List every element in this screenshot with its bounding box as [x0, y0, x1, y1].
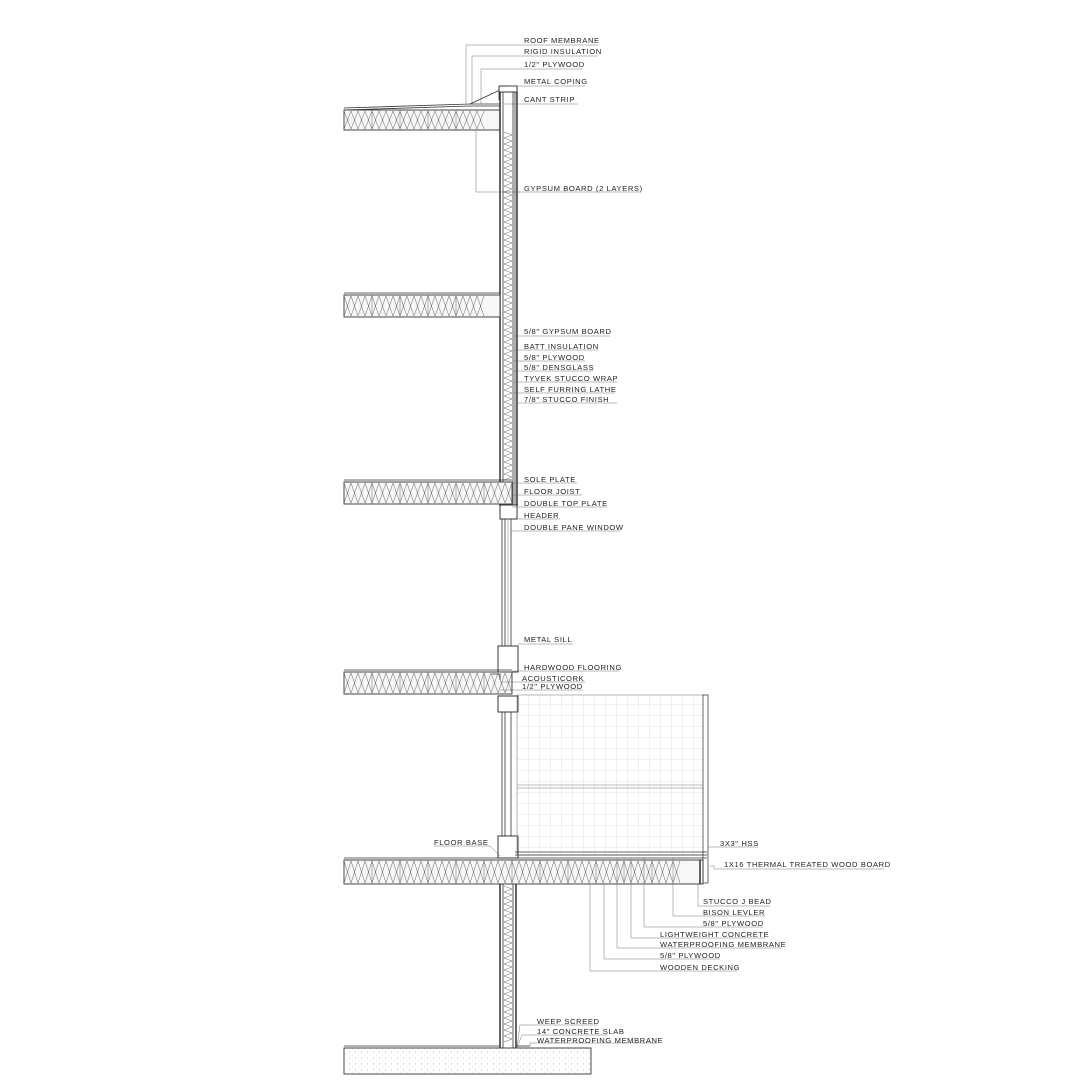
label-stucco-finish: 7/8" STUCCO FINISH — [524, 395, 609, 404]
label-plywood-wall: 5/8" PLYWOOD — [524, 353, 585, 362]
label-self-furring-lathe: SELF FURRING LATHE — [524, 385, 617, 394]
double-pane-window-shape — [497, 519, 519, 673]
exterior-wall-lower — [499, 884, 517, 1048]
label-metal-coping: METAL COPING — [524, 77, 588, 86]
label-double-top-plate: DOUBLE TOP PLATE — [524, 499, 608, 508]
floor-joist-hatch — [343, 295, 485, 317]
label-sole-plate: SOLE PLATE — [524, 475, 576, 484]
floor-joist-hatch — [343, 482, 513, 504]
lower-window-shape — [497, 712, 519, 859]
floor-slab-level-3 — [343, 479, 518, 520]
annotation-labels: ROOF MEMBRANE RIGID INSULATION 1/2" PLYW… — [434, 36, 891, 1045]
label-waterproofing-membrane-base: WATERPROOFING MEMBRANE — [537, 1036, 663, 1045]
metal-coping-shape — [498, 85, 518, 100]
label-plywood-deck-b: 5/8" PLYWOOD — [660, 951, 721, 960]
label-gypsum-board-2-layers: GYPSUM BOARD (2 LAYERS) — [524, 184, 643, 193]
label-metal-sill: METAL SILL — [524, 635, 572, 644]
label-acousticork: ACOUSTICORK — [522, 674, 584, 683]
label-tyvek: TYVEK STUCCO WRAP — [524, 374, 618, 383]
floor-joist-hatch — [343, 672, 513, 694]
label-cant-strip: CANT STRIP — [524, 95, 575, 104]
label-plywood-roof: 1/2" PLYWOOD — [524, 60, 585, 69]
label-plywood-floor: 1/2" PLYWOOD — [522, 682, 583, 691]
label-double-pane-window: DOUBLE PANE WINDOW — [524, 523, 624, 532]
label-thermal-wood-board: 1X16 THERMAL TREATED WOOD BOARD — [724, 860, 891, 869]
floor-slab-level-2 — [343, 292, 501, 318]
label-hss: 3X3" HSS — [720, 839, 759, 848]
label-stucco-j-bead: STUCCO J BEAD — [703, 897, 772, 906]
label-concrete-slab: 14" CONCRETE SLAB — [537, 1027, 625, 1036]
roof-assembly — [343, 89, 501, 131]
label-densglass: 5/8" DENSGLASS — [524, 363, 594, 372]
label-gypsum-board-5-8: 5/8" GYPSUM BOARD — [524, 327, 612, 336]
label-bison-levler: BISON LEVLER — [703, 908, 765, 917]
label-roof-membrane: ROOF MEMBRANE — [524, 36, 600, 45]
label-waterproofing-membrane-deck: WATERPROOFING MEMBRANE — [660, 940, 786, 949]
label-weep-screed: WEEP SCREED — [537, 1017, 600, 1026]
floor-joist-hatch — [343, 110, 485, 130]
balcony-floor-assembly — [343, 851, 707, 885]
label-wooden-decking: WOODEN DECKING — [660, 963, 740, 972]
balcony-railing-mesh — [516, 694, 709, 884]
label-batt-insulation: BATT INSULATION — [524, 342, 599, 351]
concrete-slab-shape — [343, 1045, 592, 1075]
label-floor-joist: FLOOR JOIST — [524, 487, 580, 496]
label-rigid-insulation: RIGID INSULATION — [524, 47, 602, 56]
floor-slab-level-4 — [343, 669, 519, 713]
header-shape — [499, 504, 518, 520]
leader-lines — [434, 44, 884, 1049]
exterior-wall-upper — [499, 92, 518, 506]
metal-sill-shape — [497, 645, 519, 673]
hss-post-shape — [702, 694, 709, 884]
label-plywood-deck-a: 5/8" PLYWOOD — [703, 919, 764, 928]
floor-joist-hatch — [343, 860, 681, 884]
label-floor-base: FLOOR BASE — [434, 838, 489, 847]
label-header: HEADER — [524, 511, 559, 520]
label-hardwood-flooring: HARDWOOD FLOORING — [524, 663, 622, 672]
label-lightweight-concrete: LIGHTWEIGHT CONCRETE — [660, 930, 769, 939]
